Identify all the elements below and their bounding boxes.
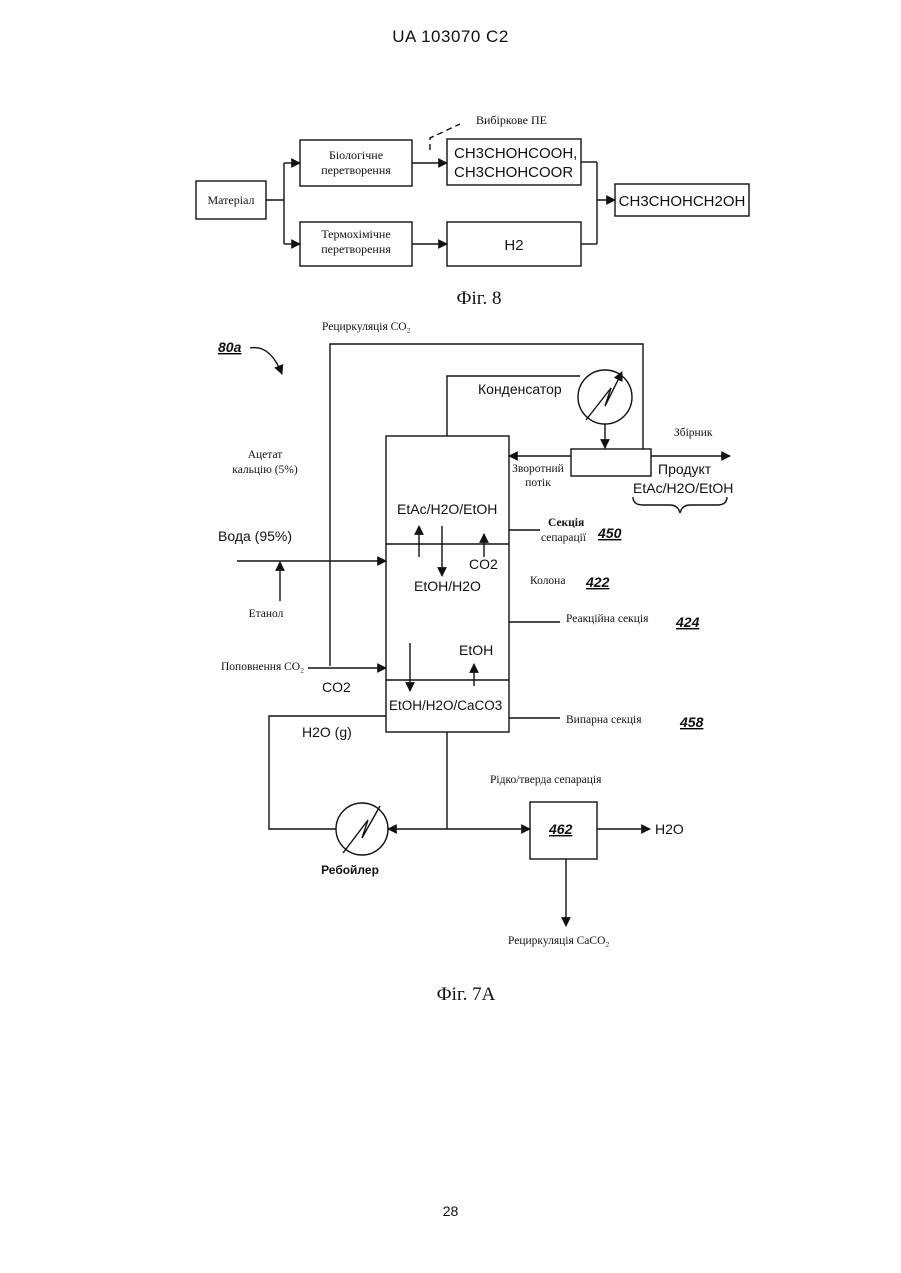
condenser-zigzag: [586, 372, 622, 420]
condenser-label: Конденсатор: [478, 381, 562, 397]
ref-450: 450: [597, 525, 622, 541]
product-formula: CH3CHOHCH2OH: [619, 193, 746, 210]
thermo-label-1: Термохімічне: [321, 227, 390, 241]
reboiler-label: Ребойлер: [321, 863, 379, 877]
sep-section-label-1: Секція: [548, 517, 584, 529]
page-number: 28: [0, 1203, 901, 1219]
reflux-label-2: потік: [525, 477, 551, 489]
collector-vessel: [571, 449, 651, 476]
collector-label: Збірник: [674, 427, 713, 439]
acid-formula-2: CH3CHOHCOOR: [454, 164, 573, 181]
product-brace: [633, 497, 727, 513]
ref-80a-pointer: [250, 348, 282, 374]
reflux-label-1: Зворотний: [512, 463, 564, 475]
ref-458: 458: [679, 714, 704, 730]
liq-solid-sep-label: Рідко/тверда сепарація: [490, 774, 602, 786]
h2o-out-label: H2O: [655, 821, 684, 837]
bottom-formula-label: EtOH/H2O/CaCO3: [389, 698, 502, 713]
caco3-recycle-label: Рециркуляція CaCO₂: [508, 935, 609, 947]
co2-makeup-label: Поповнення CO₂: [221, 661, 304, 673]
co2-recycle-label: Рециркуляція CO₂: [322, 321, 411, 333]
ref-80a: 80a: [218, 339, 242, 355]
etoh-label: EtOH: [459, 642, 493, 658]
h2-formula: H2: [504, 237, 523, 254]
column-label: Колона: [530, 575, 565, 587]
thermo-label-2: перетворення: [321, 242, 391, 256]
ca-acetate-label-2: кальцію (5%): [232, 464, 298, 476]
sep-co2-label: CO2: [469, 556, 498, 572]
selective-label: Вибіркове ПЕ: [476, 113, 547, 127]
ref-462: 462: [548, 821, 573, 837]
fig7a-caption: Фіг. 7А: [437, 984, 496, 1005]
ref-422: 422: [585, 574, 610, 590]
mid-formula-label: EtOH/H2O: [414, 578, 481, 594]
reaction-section-label: Реакційна секція: [566, 613, 649, 625]
ref-424: 424: [675, 614, 700, 630]
product-formula-label: EtAc/H2O/EtOH: [633, 480, 733, 496]
fig7a-diagram: [237, 344, 730, 926]
ethanol-label: Етанол: [249, 608, 284, 620]
co2-in-label: CO2: [322, 679, 351, 695]
material-label: Матеріал: [207, 193, 254, 207]
condenser-symbol: [578, 370, 632, 424]
fig8-caption: Фіг. 8: [457, 288, 502, 309]
reboiler-zigzag: [343, 806, 380, 853]
product-label: Продукт: [658, 461, 712, 477]
sep-section-label-2: сепарації: [541, 532, 587, 544]
acid-formula-1: CH3CHOHCOOH,: [454, 145, 577, 162]
h2o-g-label: H2O (g): [302, 724, 352, 740]
bio-label-2: перетворення: [321, 163, 391, 177]
water-label: Вода (95%): [218, 528, 292, 544]
bio-label-1: Біологічне: [329, 148, 383, 162]
evap-section-label: Випарна секція: [566, 714, 642, 726]
ca-acetate-label-1: Ацетат: [248, 449, 283, 461]
sep-formula-label: EtAc/H2O/EtOH: [397, 501, 497, 517]
